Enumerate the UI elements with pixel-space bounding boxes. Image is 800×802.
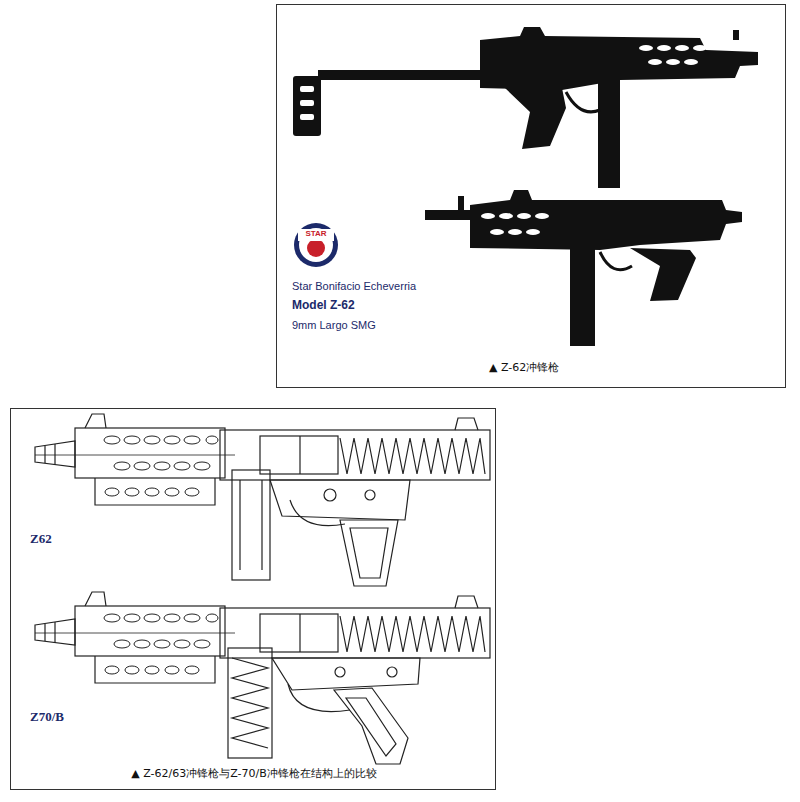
figure-caption: ▲ Z-62冲锋枪 [489, 360, 559, 375]
model-label: Z62 [30, 532, 52, 546]
maker-name: Star Bonifacio Echeverria [292, 280, 416, 292]
z62-cutaway [35, 414, 490, 586]
shroud-holes [300, 45, 707, 235]
z70b-cutaway [35, 592, 490, 764]
logo-text: STAR [305, 230, 326, 239]
caliber-text: 9mm Largo SMG [292, 319, 376, 331]
figure-caption: ▲ Z-62/63冲锋枪与Z-70/B冲锋枪在结构上的比较 [131, 766, 377, 781]
model-name: Model Z-62 [292, 299, 355, 312]
star-logo [294, 223, 338, 267]
gun-silhouette [293, 27, 758, 346]
figure-panel: ▲ Z-62/63冲锋枪与Z-70/B冲锋枪在结构上的比较 [10, 408, 496, 790]
model-label: Z70/B [30, 710, 64, 724]
